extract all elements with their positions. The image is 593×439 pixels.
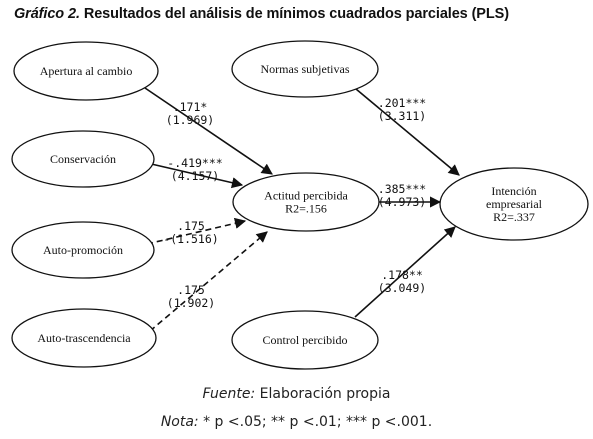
node-actitud-percibida-ellipse (232, 172, 380, 232)
path-coefficient-control-intencion: .178** (381, 268, 423, 282)
source-label: Fuente: (202, 386, 256, 402)
node-actitud-percibida-label: Actitud percibida (264, 189, 348, 203)
path-t-value-conservacion-actitud: (4.157) (171, 169, 219, 183)
node-auto-trascendencia-ellipse (11, 308, 157, 368)
node-intencion-empresarial-label: empresarial (486, 197, 543, 211)
path-arrow-conservacion-actitud (146, 162, 244, 189)
node-control-percibido-ellipse (231, 310, 379, 370)
note-text: * p <.05; ** p <.01; *** p <.001. (198, 414, 433, 430)
node-auto-promocion: Auto-promoción (11, 221, 155, 279)
figure-title-text: Resultados del análisis de mínimos cuadr… (79, 6, 509, 22)
node-intencion-empresarial-ellipse (439, 167, 589, 241)
node-normas-subjetivas: Normas subjetivas (231, 40, 379, 98)
nodes-layer: Apertura al cambioConservaciónAuto-promo… (11, 40, 589, 370)
node-apertura-al-cambio-label: Apertura al cambio (40, 64, 133, 78)
path-arrow-normas-intencion (355, 88, 460, 176)
node-apertura-al-cambio: Apertura al cambio (13, 41, 159, 101)
source-text: Elaboración propia (255, 386, 391, 402)
path-t-value-normas-intencion: (3.311) (378, 109, 426, 123)
coefficient-labels-layer: .171*(1.969)-.419***(4.157).175-(1.516).… (163, 96, 426, 310)
significance-note: Nota: * p <.05; ** p <.01; *** p <.001. (0, 414, 593, 430)
figure-title: Gráfico 2. Resultados del análisis de mí… (14, 6, 509, 22)
path-t-value-autopromocion-actitud: -(1.516) (163, 232, 218, 246)
note-label: Nota: (160, 414, 199, 430)
node-auto-trascendencia-label: Auto-trascendencia (37, 331, 131, 345)
edges-layer (144, 87, 460, 332)
node-normas-subjetivas-label: Normas subjetivas (261, 62, 350, 76)
node-intencion-empresarial-label: Intención (491, 184, 536, 198)
node-apertura-al-cambio-ellipse (13, 41, 159, 101)
node-auto-promocion-ellipse (11, 221, 155, 279)
node-conservacion-label: Conservación (50, 152, 116, 166)
path-t-value-apertura-actitud: (1.969) (166, 113, 214, 127)
node-normas-subjetivas-ellipse (231, 40, 379, 98)
node-control-percibido: Control percibido (231, 310, 379, 370)
node-auto-trascendencia: Auto-trascendencia (11, 308, 157, 368)
path-t-value-control-intencion: (3.049) (378, 281, 426, 295)
path-coefficient-autotrascendencia-actitud: .175 (177, 283, 205, 297)
path-t-value-autotrascendencia-actitud: (1.902) (167, 296, 215, 310)
figure-title-number: Gráfico 2. (14, 6, 80, 22)
path-arrow-autopromocion-actitud (146, 217, 247, 245)
path-t-value-actitud-intencion: (4.973) (378, 195, 426, 209)
node-actitud-percibida-label: R2=.156 (285, 202, 327, 216)
path-arrow-autotrascendencia-actitud (149, 231, 268, 332)
path-coefficient-normas-intencion: .201*** (378, 96, 426, 110)
path-coefficient-conservacion-actitud: -.419*** (167, 156, 222, 170)
node-conservacion: Conservación (11, 130, 155, 188)
source-note: Fuente: Elaboración propia (0, 386, 593, 402)
path-arrow-apertura-actitud (144, 87, 273, 175)
path-coefficient-apertura-actitud: .171* (173, 100, 208, 114)
node-conservacion-ellipse (11, 130, 155, 188)
path-coefficient-actitud-intencion: .385*** (378, 182, 426, 196)
path-arrow-control-intencion (354, 226, 456, 318)
node-control-percibido-label: Control percibido (263, 333, 348, 347)
path-coefficient-autopromocion-actitud: .175 (177, 219, 205, 233)
node-intencion-empresarial-label: R2=.337 (493, 210, 535, 224)
path-diagram: Apertura al cambioConservaciónAuto-promo… (11, 40, 589, 370)
node-auto-promocion-label: Auto-promoción (43, 243, 123, 257)
